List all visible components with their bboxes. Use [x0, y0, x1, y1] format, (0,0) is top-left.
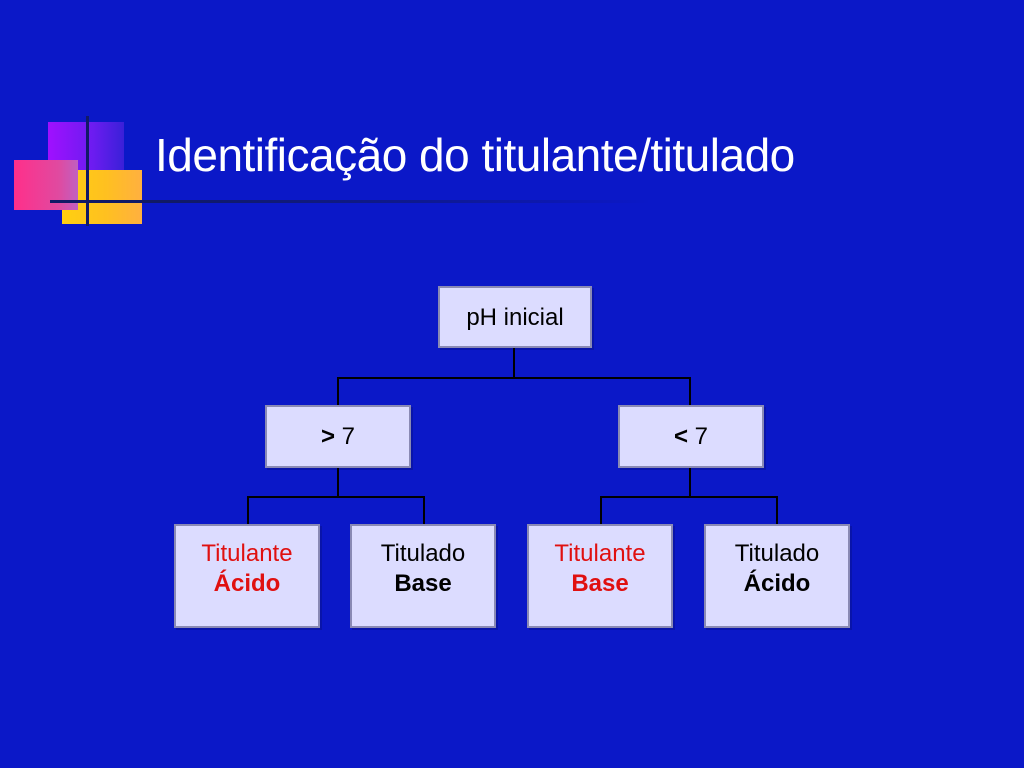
connector-lt-down — [689, 468, 691, 497]
node-value: 7 — [341, 423, 356, 450]
slide-title: Identificação do titulante/titulado — [155, 129, 795, 181]
connector-top-horizontal — [337, 377, 691, 379]
node-ph-inicial: pH inicial — [438, 286, 592, 348]
node-symbol: > — [320, 423, 335, 450]
connector-to-leaf3 — [600, 496, 602, 524]
leaf-titulante-acido: Titulante Ácido — [174, 524, 320, 628]
leaf-titulado-acido: Titulado Ácido — [704, 524, 850, 628]
connector-left-horizontal — [247, 496, 425, 498]
leaf-titulado-base: Titulado Base — [350, 524, 496, 628]
connector-to-leaf1 — [247, 496, 249, 524]
decorative-vertical-line — [86, 116, 89, 226]
leaf-role: Titulado — [380, 540, 466, 567]
connector-to-leaf4 — [776, 496, 778, 524]
connector-root-down — [513, 348, 515, 378]
connector-to-lt — [689, 377, 691, 405]
node-less-than-7: < 7 — [618, 405, 764, 468]
leaf-type: Base — [394, 570, 452, 597]
leaf-role: Titulado — [734, 540, 820, 567]
node-value: 7 — [694, 423, 709, 450]
leaf-role: Titulante — [201, 540, 293, 567]
leaf-type: Ácido — [213, 570, 281, 597]
node-greater-than-7: > 7 — [265, 405, 411, 468]
title-underline — [50, 200, 650, 203]
leaf-type: Ácido — [743, 570, 811, 597]
leaf-role: Titulante — [554, 540, 646, 567]
leaf-titulante-base: Titulante Base — [527, 524, 673, 628]
connector-to-gt — [337, 377, 339, 405]
node-symbol: < — [673, 423, 688, 450]
connector-gt-down — [337, 468, 339, 497]
connector-to-leaf2 — [423, 496, 425, 524]
connector-right-horizontal — [600, 496, 778, 498]
leaf-type: Base — [571, 570, 629, 597]
node-label: pH inicial — [466, 304, 564, 331]
